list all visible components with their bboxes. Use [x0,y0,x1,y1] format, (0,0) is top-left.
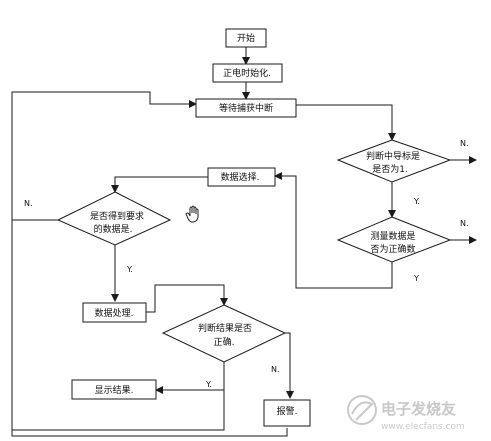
edge-data-select [274,172,393,289]
wait-box [195,98,297,118]
hand-cursor-icon [185,205,199,223]
display-box [71,379,157,400]
alarm-label: 报警. [277,405,298,417]
watermark-url: www.elecfans.com [381,422,465,432]
process-box [82,302,147,323]
reach-no-label: N. [24,199,33,208]
flag-diamond [336,139,452,183]
edge-select-reach [111,176,208,193]
watermark-brand: 电子发烧友 [381,400,456,418]
edge-loop-back [11,91,288,437]
reach-label-line2: 的数据是. [94,223,133,235]
alarm-box [263,399,311,427]
data-diamond [336,216,452,263]
display-label: 显示结果. [95,384,134,396]
data-yes-label: Y [413,274,419,283]
elecfans-logo-icon [347,395,377,425]
wait-label: 等待捕获中断 [219,102,273,114]
edge-judge-alarm [285,332,294,399]
node-labels: 开始 正电时始化. 等待捕获中断 判断中导标是 是否为1. 数据选择. 测量数据… [90,32,420,417]
flag-no-label: N. [460,139,469,148]
judge-label-line2: 正确. [214,336,235,348]
judge-diamond [161,304,287,363]
start-label: 开始 [237,32,255,44]
select-box [207,167,276,187]
judge-no-label: N. [271,365,280,374]
select-label: 数据选择. [221,171,260,183]
reach-label-line1: 是否得到要求 [90,210,144,222]
flag-label-line1: 判断中导标是 [366,150,420,162]
judge-label-line1: 判断结果是否 [198,322,252,334]
edge-labels: N. Y. N. Y N. Y. N. Y. [24,139,469,389]
data-label-line1: 测量数据是 [370,230,415,242]
edge-process-judge [145,284,228,313]
process-label: 数据处理. [95,307,134,319]
flag-label-line2: 是否为1. [372,163,408,175]
data-no-label: N. [460,219,469,228]
init-label: 正电时始化. [223,67,271,79]
reach-diamond [56,191,172,246]
edge-wait-flag [296,104,396,141]
edge-judge-display [155,362,225,394]
data-label-line2: 否为正确数 [370,243,415,255]
start-box [225,28,267,48]
reach-yes-label: Y. [126,265,133,274]
edge-display-loop [12,390,225,431]
flag-yes-label: Y. [413,197,420,206]
process-boxes [71,28,311,427]
judge-yes-label: Y. [205,380,212,389]
init-box [212,63,283,83]
decision-diamonds [56,139,452,363]
